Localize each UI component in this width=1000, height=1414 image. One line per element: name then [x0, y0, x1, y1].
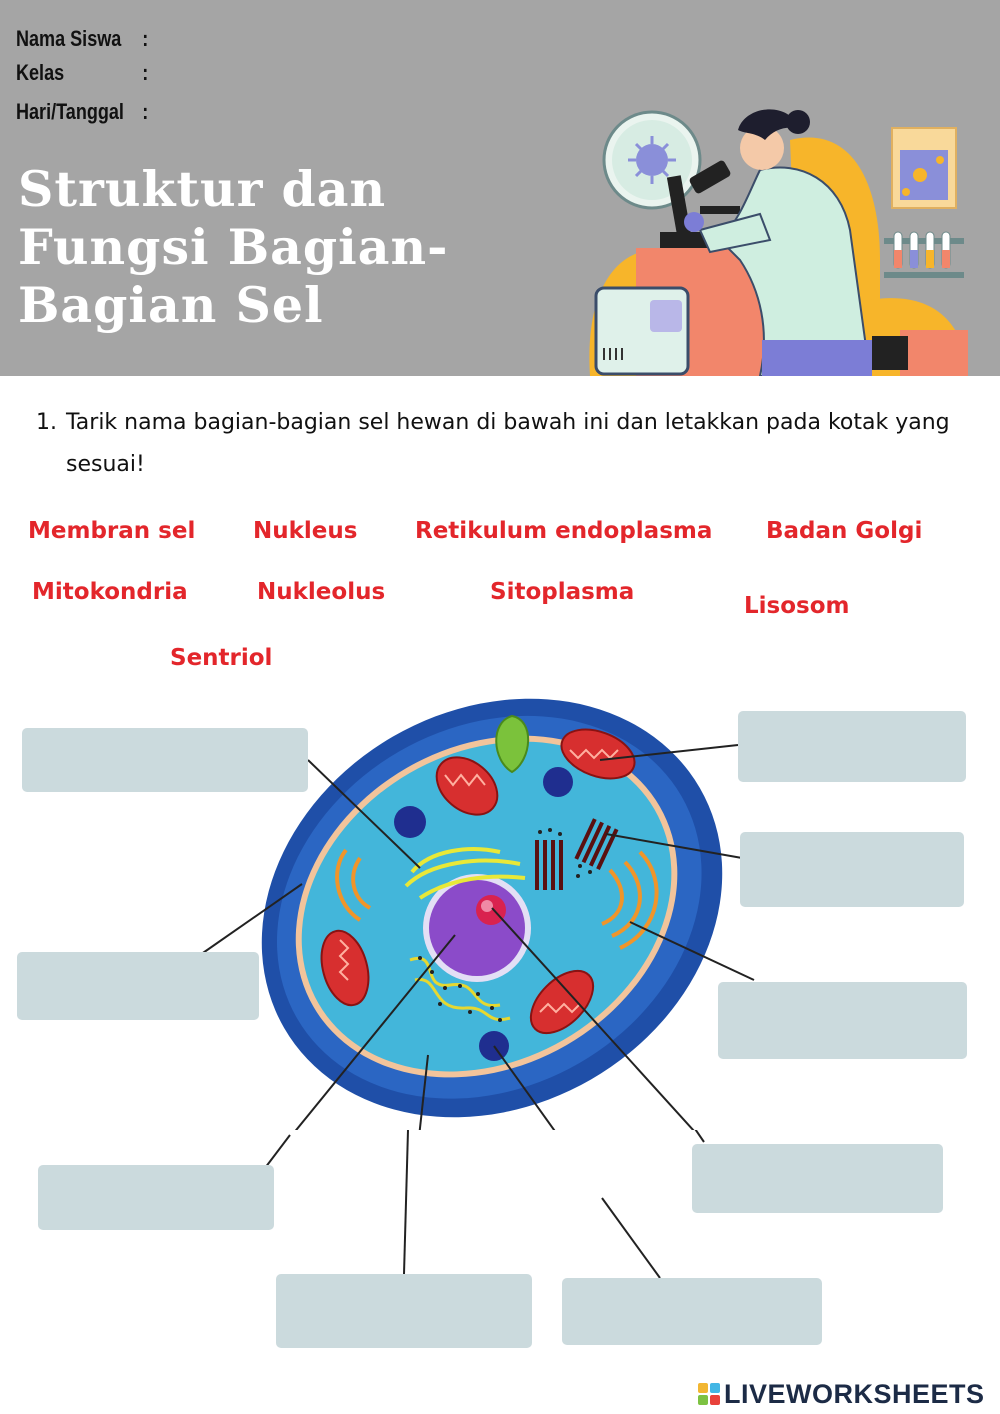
worksheet-header: Nama Siswa : Kelas : Hari/Tanggal : Stru…	[0, 0, 1000, 376]
answer-box-1[interactable]	[22, 728, 308, 792]
question-instruction: 1. Tarik nama bagian-bagian sel hewan di…	[36, 402, 976, 486]
word-lisosom[interactable]: Lisosom	[744, 593, 850, 619]
animal-cell-diagram	[199, 698, 755, 1130]
field-label: Hari/Tanggal	[16, 99, 124, 124]
word-sitoplasma[interactable]: Sitoplasma	[490, 579, 635, 605]
liveworksheets-logo-icon	[698, 1383, 720, 1405]
word-retikulum-endoplasma[interactable]: Retikulum endoplasma	[415, 518, 713, 544]
answer-box-4[interactable]	[17, 952, 259, 1020]
field-colon: :	[142, 99, 149, 124]
answer-box-9[interactable]	[562, 1278, 822, 1345]
answer-box-5[interactable]	[718, 982, 967, 1059]
word-nukleus[interactable]: Nukleus	[253, 518, 358, 544]
answer-box-8[interactable]	[276, 1274, 532, 1348]
question-number: 1.	[36, 410, 57, 435]
page-title: Struktur dan Fungsi Bagian-Bagian Sel	[18, 160, 449, 334]
answer-box-7[interactable]	[38, 1165, 274, 1230]
question-text: Tarik nama bagian-bagian sel hewan di ba…	[66, 410, 950, 477]
field-kelas: Kelas :	[16, 60, 148, 86]
word-mitokondria[interactable]: Mitokondria	[32, 579, 188, 605]
field-colon: :	[142, 60, 149, 85]
field-label: Nama Siswa	[16, 26, 122, 51]
brand-name: LIVEWORKSHEETS	[724, 1378, 985, 1409]
liveworksheets-logo: LIVEWORKSHEETS	[698, 1376, 985, 1412]
field-hari-tanggal: Hari/Tanggal :	[16, 99, 148, 125]
answer-box-2[interactable]	[738, 711, 966, 782]
word-nukleolus[interactable]: Nukleolus	[257, 579, 386, 605]
scientist-microscope-illustration	[589, 109, 968, 376]
answer-box-3[interactable]	[740, 832, 964, 907]
word-membran-sel[interactable]: Membran sel	[28, 518, 196, 544]
field-nama-siswa: Nama Siswa :	[16, 26, 148, 52]
word-sentriol[interactable]: Sentriol	[170, 645, 273, 671]
word-badan-golgi[interactable]: Badan Golgi	[766, 518, 923, 544]
field-colon: :	[142, 26, 149, 51]
leader-lines-lower	[261, 1130, 705, 1279]
answer-box-6[interactable]	[692, 1144, 943, 1213]
field-label: Kelas	[16, 60, 65, 85]
